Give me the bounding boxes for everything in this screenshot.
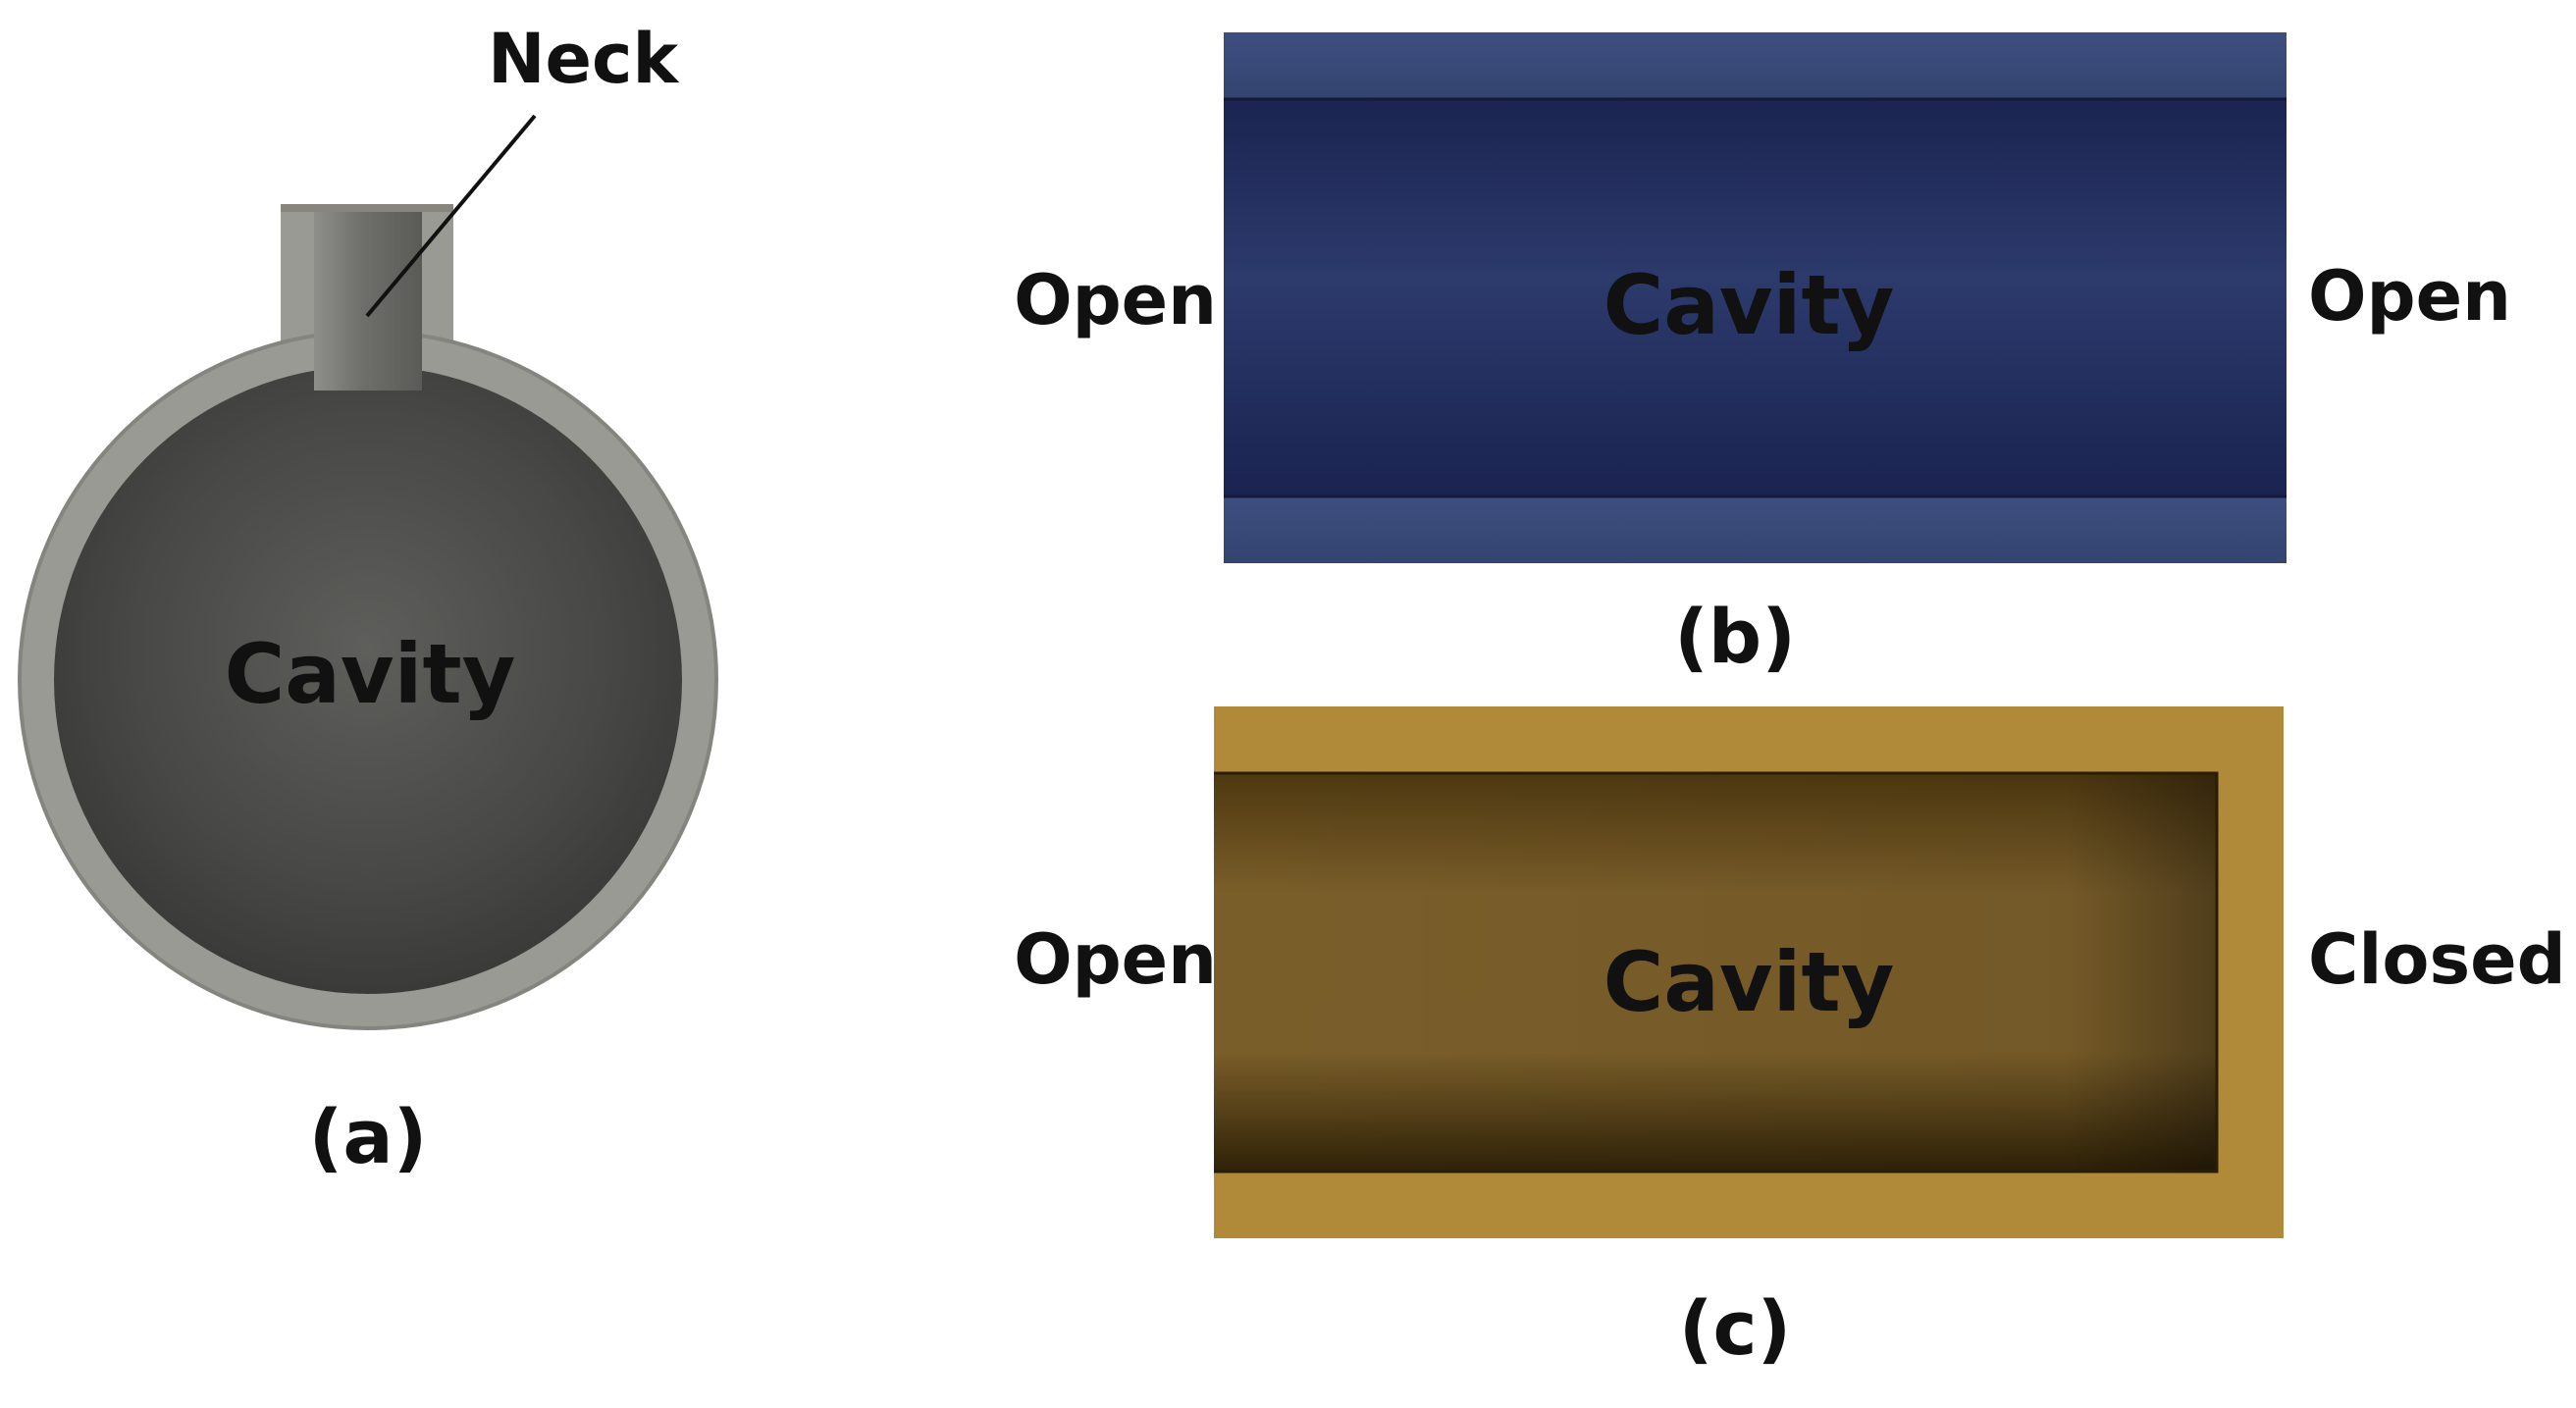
caption-c: (c) xyxy=(1679,1284,1792,1372)
tube-b-top-wall xyxy=(1224,32,2287,99)
right-end-label-b: Open xyxy=(2308,256,2511,337)
left-end-label-b: Open xyxy=(1014,260,1217,340)
neck-cavity xyxy=(314,204,422,391)
panel-b: Open Open Cavity (b) xyxy=(1014,32,2511,680)
right-end-label-c: Closed xyxy=(2308,919,2566,1000)
tube-c-cavity-shade xyxy=(1214,773,2217,1172)
neck-leader-line xyxy=(365,114,537,318)
neck-label: Neck xyxy=(488,19,680,99)
caption-b: (b) xyxy=(1674,593,1796,680)
cavity-label-b: Cavity xyxy=(1603,257,1895,353)
cavity-label-c: Cavity xyxy=(1603,934,1895,1030)
tube-b-cavity xyxy=(1224,99,2287,496)
tube-b-bottom-wall xyxy=(1224,496,2287,563)
panel-c: Open Closed Cavity (c) xyxy=(1014,706,2566,1372)
tube-c-inner-edge xyxy=(1214,771,2219,1173)
caption-a: (a) xyxy=(309,1093,428,1180)
cavity-label-a: Cavity xyxy=(225,626,516,722)
sphere-cavity xyxy=(54,366,682,994)
neck-rim xyxy=(281,204,453,212)
panel-a: Neck Cavity (a) xyxy=(18,19,718,1180)
left-end-label-c: Open xyxy=(1014,919,1217,1000)
